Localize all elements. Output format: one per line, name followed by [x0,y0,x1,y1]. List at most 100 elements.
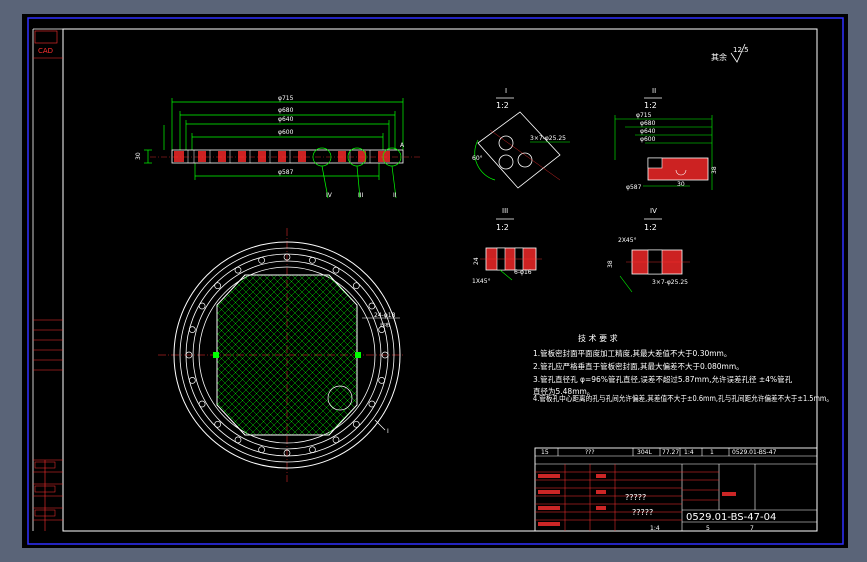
svg-text:3.管孔直径孔 φ=96%管孔直径,误差不超过5.87mm,: 3.管孔直径孔 φ=96%管孔直径,误差不超过5.87mm,允许误差孔径 ±4%… [533,374,793,384]
tb-sheet-scale: 1:4 [650,525,660,532]
tube-grid-line [316,275,357,435]
bolt-hole [283,449,291,457]
tube-grid-line [217,275,267,435]
svg-text:3×7-φ25.25: 3×7-φ25.25 [530,135,566,142]
svg-text:24: 24 [473,257,480,265]
tube-grid-line [217,275,302,435]
tube-grid-line [232,275,357,435]
bolt-hole [198,400,206,408]
svg-text:2X45°: 2X45° [618,237,637,244]
tb-drawing-number: 0529.01-BS-47-04 [686,512,776,523]
outer-border [27,17,844,545]
detail-i: I 1:2 60° 3×7-φ25.25 [472,87,570,189]
bolt-hole [378,377,386,384]
svg-text:I: I [505,87,507,95]
tube-grid-line [217,275,295,435]
bolt-hole [309,446,316,454]
svg-text:φ715: φ715 [636,112,652,119]
tube-grid-line [288,275,357,435]
svg-text:φ680: φ680 [640,120,656,127]
detail-ii: II 1:2 φ715 φ680 φ640 φ600 φ587 30 38 [614,87,718,191]
tube-grid-line [246,275,357,435]
bolt-hole [368,302,376,310]
svg-text:II: II [652,87,656,95]
tube-grid-line [267,275,357,435]
svg-text:IV: IV [650,207,657,215]
tube-grid-line [217,275,302,435]
svg-text:6-φ16: 6-φ16 [514,269,532,276]
tb-name-b: ????? [632,508,653,517]
tube-grid-line [217,275,288,435]
svg-text:A: A [400,142,405,149]
tb-name-a: ????? [625,493,646,502]
tb-material: 304L [637,449,652,456]
svg-text:1:2: 1:2 [496,223,509,232]
tube-grid-line [267,275,357,435]
tube-grid-line [217,275,357,435]
tube-grid-line [217,275,337,435]
svg-text:38: 38 [607,260,614,268]
callout-iii: III [358,192,364,199]
tube-grid-line [295,275,357,435]
svg-text:1:2: 1:2 [496,101,509,110]
tb-count: 1 [710,449,714,456]
technical-requirements: 技 术 要 求 1.管板密封面平面度加工精度,其最大差值不大于0.30mm。 2… [533,333,833,403]
svg-text:技 术 要 求: 技 术 要 求 [578,333,618,343]
tube-grid-line [274,275,357,435]
bolt-hole [332,266,340,274]
cad-label: CAD [38,47,53,55]
bolt-hole [309,256,316,264]
bolt-hole [352,282,360,290]
bolt-hole [381,351,389,359]
bolt-hole [214,282,222,290]
hole-note: 24-φ18 [374,312,396,319]
tube-grid-line [309,275,357,435]
svg-text:4.管板孔中心距离的孔与孔间允许偏差,其差值不大于±0.6m: 4.管板孔中心距离的孔与孔间允许偏差,其差值不大于±0.6mm,孔与孔间距允许偏… [533,393,833,403]
detail-iii: III 1:2 24 1X45° 6-φ16 [472,207,542,285]
svg-text:直径为5.48mm。: 直径为5.48mm。 [533,386,594,396]
tube-grid-line [225,275,357,435]
dim-thickness: 30 [135,152,142,160]
drawing-sheet [22,14,848,548]
tube-grid-line [309,275,357,435]
bolt-hole [258,256,265,264]
inner-border [62,28,818,532]
tb-sheet-a: 5 [706,525,710,532]
tube-grid-line [217,275,267,435]
bolt-hole [332,436,340,444]
svg-text:1.管板密封面平面度加工精度,其最大差值不大于0.30mm。: 1.管板密封面平面度加工精度,其最大差值不大于0.30mm。 [533,348,731,358]
tube-grid-line [253,275,357,435]
hole-note-sub: 均布 [380,322,390,329]
left-binding-strip: CAD [32,28,63,531]
tube-grid-line [217,275,288,435]
title-block: 15 ??? 304L 77.27 1:4 1 0529.01-BS-47 ??… [534,447,818,532]
bolt-hole [352,420,360,428]
callout-iv: IV [326,192,333,199]
tube-grid-line [217,275,274,435]
svg-text:30: 30 [677,181,685,188]
svg-text:φ640: φ640 [640,128,656,135]
tube-grid-line [217,275,323,435]
tube-grid-line [288,275,357,435]
tube-grid-line [281,275,357,435]
svg-text:其余: 其余 [711,52,727,62]
tube-grid-line [239,275,357,435]
svg-text:III: III [502,207,508,215]
tube-grid-line [218,275,357,435]
svg-text:1:2: 1:2 [644,223,657,232]
svg-text:φ600: φ600 [640,136,656,143]
tube-grid-line [217,275,260,435]
plan-view: I 24-φ18 均布 [158,228,405,482]
tube-grid-line [295,275,357,435]
roughness-symbol: 其余 12.5 [711,43,749,63]
svg-text:2.管孔应严格垂直于管板密封面,其最大偏差不大于0.080m: 2.管孔应严格垂直于管板密封面,其最大偏差不大于0.080mm。 [533,361,744,371]
bolt-hole-ring [185,253,389,457]
svg-text:3×7-φ25.25: 3×7-φ25.25 [652,279,688,286]
tube-grid-line [217,275,281,435]
tube-grid-line [217,275,274,435]
bolt-hole [214,420,222,428]
tb-scale: 1:4 [684,449,694,456]
plan-callout: I [387,428,389,435]
tube-grid-line [217,275,260,435]
